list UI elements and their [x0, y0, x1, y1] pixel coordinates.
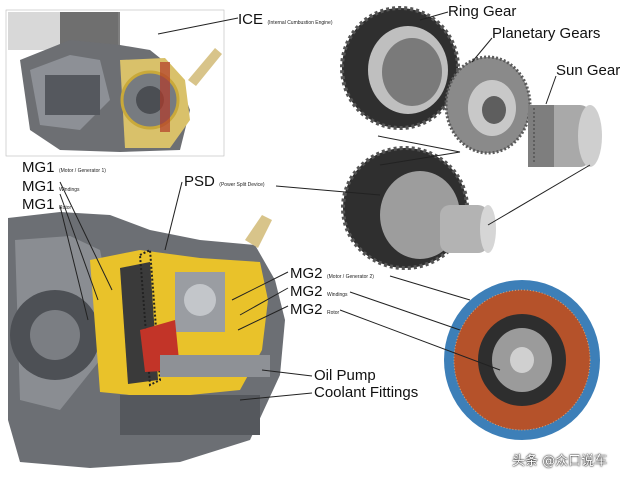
mg1-name: MG1: [22, 159, 55, 176]
planetary-gears-label: Planetary Gears: [492, 25, 601, 42]
transaxle-cutaway-photo: [8, 212, 285, 468]
psd-leader: [164, 181, 183, 251]
sun-to-assembly-line: [487, 164, 591, 226]
psd-name: PSD: [184, 173, 215, 190]
mg2-stator-image: [444, 280, 600, 440]
mg2-rotor-label: MG2 Rotor: [290, 301, 339, 319]
mg2-windings-name: MG2: [290, 283, 323, 300]
ice-name: ICE: [238, 11, 264, 28]
leader-lines: [59, 11, 591, 401]
mg2-windings-label: MG2 Windings: [290, 283, 348, 301]
mg1-leader: [59, 181, 113, 291]
planetary-gears-leader: [471, 37, 493, 63]
sun-gear-label: Sun Gear: [556, 62, 621, 79]
psd-label: PSD (Power Split Device): [184, 173, 265, 191]
mg1-windings-detail: Windings: [58, 187, 80, 193]
sun-gear-leader: [545, 75, 557, 105]
ice-transaxle-photo: [5, 9, 225, 157]
mg2-windings-leader-right: [349, 291, 461, 331]
ring-gear-leader: [419, 11, 449, 21]
mg1-windings-name: MG1: [22, 178, 55, 195]
mg2-detail: (Motor / Generator 2): [326, 274, 374, 280]
ice-label: ICE (Internal Cumbustion Engine): [238, 11, 333, 29]
mg2-windings-detail: Windings: [326, 292, 348, 298]
mg2-rotor-leader-left: [237, 305, 289, 331]
planetary-to-assembly-line: [379, 151, 461, 166]
ring-gear-image: [340, 6, 460, 130]
ring-to-assembly-line: [377, 135, 461, 153]
ring-gear-label: Ring Gear: [448, 3, 517, 20]
mg2-rotor-detail: Rotor: [326, 310, 340, 316]
mg1-windings-label: MG1 Windings: [22, 178, 80, 196]
mg2-rotor-leader-right: [339, 309, 501, 371]
mg1-rotor-leader: [59, 205, 89, 321]
mg1-rotor-detail: Rotor: [58, 205, 72, 211]
mg2-leader-right: [389, 275, 471, 301]
mg2-windings-leader-left: [239, 287, 289, 316]
planetary-gears-image: [444, 55, 532, 155]
mg1-windings-leader: [59, 193, 99, 301]
mg2-leader-left: [231, 271, 289, 301]
mg1-detail: (Motor / Generator 1): [58, 168, 106, 174]
psd-detail: (Power Split Device): [219, 182, 265, 188]
mg1-rotor-label: MG1 Rotor: [22, 196, 71, 214]
mg2-label: MG2 (Motor / Generator 2): [290, 265, 374, 283]
ice-detail: (Internal Cumbustion Engine): [267, 20, 333, 26]
sun-gear-image: [528, 105, 602, 167]
mg1-rotor-name: MG1: [22, 196, 55, 213]
ice-leader: [157, 17, 239, 35]
coolant-fittings-label: Coolant Fittings: [314, 384, 419, 401]
psd-to-gear-line: [275, 185, 381, 196]
mg2-name: MG2: [290, 265, 323, 282]
oil-pump-leader: [261, 369, 313, 377]
mg2-rotor-name: MG2: [290, 301, 323, 318]
mg1-label: MG1 (Motor / Generator 1): [22, 159, 106, 177]
oil-pump-label: Oil Pump: [314, 367, 376, 384]
coolant-fittings-leader: [239, 392, 313, 401]
watermark-text: 头条 @众口说车: [512, 454, 608, 469]
assembled-psd-image: [341, 146, 496, 270]
